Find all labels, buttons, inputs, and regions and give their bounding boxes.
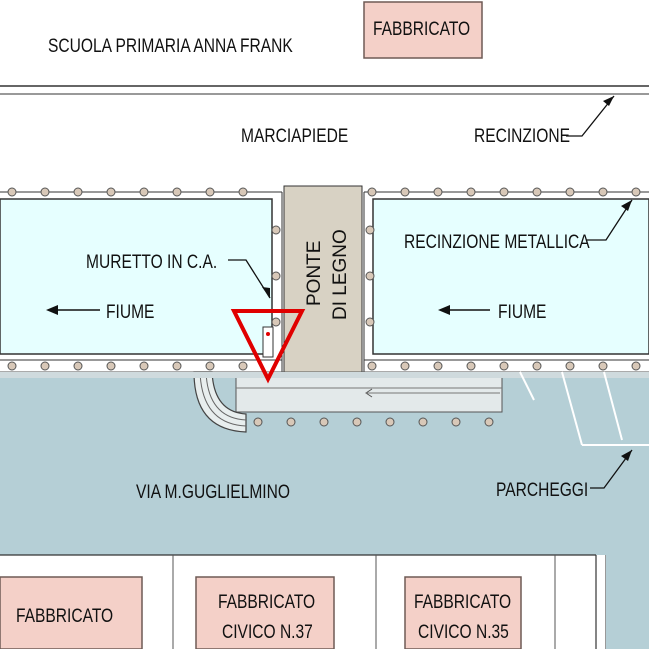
fence-post	[532, 361, 542, 371]
wooden-bridge	[283, 185, 363, 373]
fence-post	[499, 361, 509, 371]
fence-post	[433, 361, 443, 371]
fence-post	[238, 187, 248, 197]
label-building-37-line1: FABBRICATO	[218, 591, 315, 613]
fence-post	[319, 417, 329, 427]
label-school: SCUOLA PRIMARIA ANNA FRANK	[48, 35, 293, 57]
label-metal-fence: RECINZIONE METALLICA	[404, 231, 590, 253]
fence-post	[205, 361, 215, 371]
flow-arrow-left	[46, 305, 100, 315]
fence-post	[400, 361, 410, 371]
fence-post	[172, 361, 182, 371]
fence-post	[40, 187, 50, 197]
fence-post	[466, 187, 476, 197]
sidewalk	[0, 95, 649, 183]
leader-recinzione-metallica	[586, 199, 633, 241]
label-building-bottom-left: FABBRICATO	[16, 605, 113, 627]
fence-post	[205, 187, 215, 197]
fence-post	[7, 187, 17, 197]
building-bottom-left	[0, 576, 143, 649]
fence-post	[271, 225, 281, 235]
fence-post	[139, 361, 149, 371]
leader-recinzione	[566, 95, 615, 137]
road-sidewalk-gray	[0, 372, 649, 378]
fence-post	[484, 417, 494, 427]
label-wall: MURETTO IN C.A.	[86, 251, 217, 273]
fence-post	[532, 187, 542, 197]
fence-post	[352, 417, 362, 427]
fence-post	[451, 417, 461, 427]
label-building-37-line2: CIVICO N.37	[222, 621, 313, 643]
fence-posts	[7, 187, 641, 427]
fence-post	[172, 187, 182, 197]
fence-post	[400, 187, 410, 197]
fence-post	[365, 317, 375, 327]
fence-post	[433, 187, 443, 197]
label-street: VIA M.GUGLIELMINO	[136, 481, 290, 503]
fence-post	[598, 187, 608, 197]
fence-post	[365, 225, 375, 235]
fence-post	[598, 361, 608, 371]
fence-post	[367, 361, 377, 371]
fence-post	[466, 361, 476, 371]
label-river-right: FIUME	[498, 301, 546, 323]
curved-ramp	[193, 371, 247, 433]
leader-parcheggi	[590, 449, 633, 489]
fence-post	[385, 417, 395, 427]
label-building-35-line1: FABBRICATO	[414, 591, 511, 613]
fence-post	[631, 361, 641, 371]
fence-post	[139, 187, 149, 197]
hazard-triangle-icon	[230, 309, 306, 384]
parking-stripes	[519, 371, 649, 446]
building-civico-37	[195, 576, 335, 649]
label-parking: PARCHEGGI	[496, 479, 588, 501]
fence-post	[631, 187, 641, 197]
school-area	[0, 0, 649, 84]
river-right	[372, 198, 649, 355]
label-river-left: FIUME	[106, 301, 154, 323]
fence-post	[40, 361, 50, 371]
label-building-top: FABBRICATO	[373, 18, 470, 40]
leader-muretto	[228, 259, 271, 299]
flow-arrow-right	[438, 305, 490, 315]
fence-post	[499, 187, 509, 197]
label-fence: RECINZIONE	[474, 125, 570, 147]
building-civico-35	[404, 576, 522, 649]
fence-post	[271, 317, 281, 327]
label-sidewalk: MARCIAPIEDE	[241, 125, 348, 147]
fence-post	[286, 417, 296, 427]
fence-post	[418, 417, 428, 427]
fence-post	[565, 187, 575, 197]
leader-arrowheads	[262, 96, 632, 461]
river-left	[0, 198, 273, 355]
leader-lines	[228, 95, 633, 489]
fence-post	[106, 187, 116, 197]
fence-post	[253, 417, 263, 427]
fence-post	[367, 187, 377, 197]
fence-post	[271, 271, 281, 281]
label-building-35-line2: CIVICO N.35	[418, 621, 509, 643]
fence-post	[365, 271, 375, 281]
fence-post	[238, 361, 248, 371]
fence-post	[73, 361, 83, 371]
label-bridge-line1: PONTE	[304, 241, 325, 306]
building-top	[363, 1, 483, 59]
fence-post	[73, 187, 83, 197]
fence-post	[565, 361, 575, 371]
fence-post	[7, 361, 17, 371]
label-bridge-line2: DI LEGNO	[330, 229, 351, 320]
fence-post	[106, 361, 116, 371]
